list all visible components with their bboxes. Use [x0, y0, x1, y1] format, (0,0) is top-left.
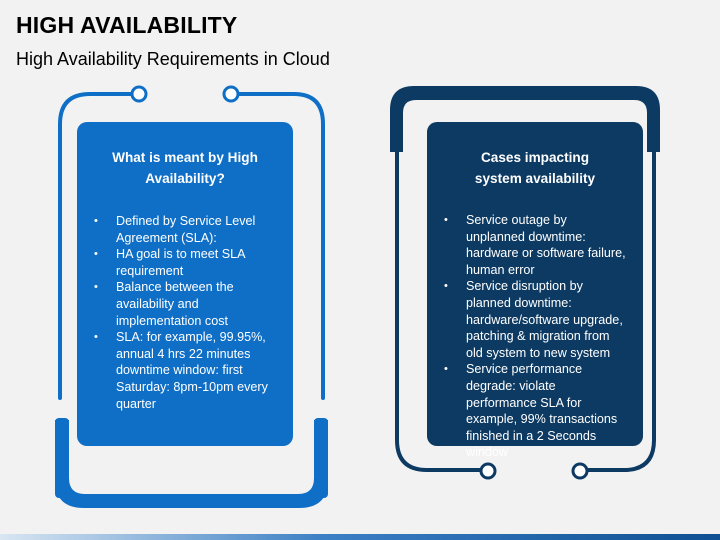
availability-cases-card: Cases impacting system availability •Ser… — [427, 122, 643, 459]
bullet-icon: • — [444, 280, 448, 293]
right-frame-right-leg — [585, 148, 656, 472]
right-frame-top — [390, 86, 660, 152]
left-frame-node-2-icon — [222, 85, 240, 103]
right-frame-left-leg — [395, 148, 482, 472]
bullet-icon: • — [94, 331, 98, 344]
bullet-icon: • — [444, 214, 448, 226]
right-frame-node-2-icon — [571, 462, 589, 480]
bullet-icon: • — [94, 248, 98, 261]
availability-cases-heading: Cases impacting system availability — [474, 150, 596, 186]
list-item: •Defined by Service Level Agreement (SLA… — [94, 214, 256, 245]
ha-definition-list: •Defined by Service Level Agreement (SLA… — [77, 213, 293, 412]
list-item: •SLA: for example, 99.95%, annual 4 hrs … — [94, 330, 268, 411]
left-frame-left-arm — [58, 92, 133, 400]
ha-definition-heading: What is meant by High Availability? — [112, 150, 258, 186]
page-subtitle: High Availability Requirements in Cloud — [16, 49, 330, 69]
footer-gradient-bar — [0, 534, 720, 540]
list-item: •Service disruption by planned downtime:… — [444, 279, 623, 360]
ha-definition-card: What is meant by High Availability? •Def… — [77, 122, 293, 446]
list-item: •Balance between the availability and im… — [94, 280, 234, 328]
left-frame-right-arm — [237, 92, 325, 400]
list-item: •HA goal is to meet SLA requirement — [94, 247, 245, 278]
list-item: •Service outage by unplanned downtime: h… — [444, 213, 626, 277]
availability-cases-list: •Service outage by unplanned downtime: h… — [427, 212, 643, 461]
bullet-icon: • — [94, 215, 98, 227]
page-title: HIGH AVAILABILITY — [16, 12, 238, 38]
list-item: •Service performance degrade: violate pe… — [444, 362, 618, 460]
left-frame-bottom — [55, 420, 328, 508]
bullet-icon: • — [94, 281, 98, 294]
left-frame-node-1-icon — [130, 85, 148, 103]
right-frame-node-1-icon — [479, 462, 497, 480]
bullet-icon: • — [444, 363, 448, 376]
